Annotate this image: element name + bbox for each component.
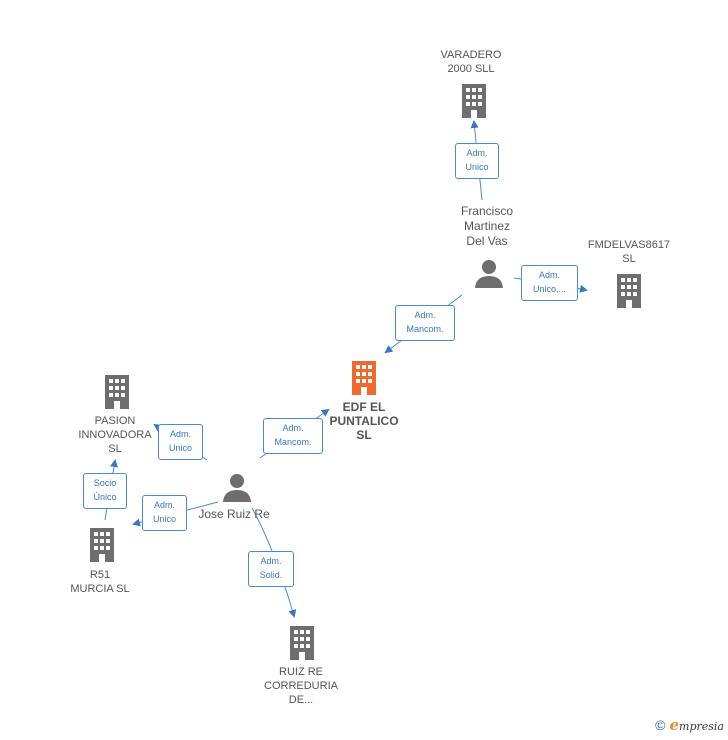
node-label-fmdelvas[interactable]: FMDELVAS8617 SL [587,239,671,265]
building-icon[interactable] [615,274,643,313]
copyright-symbol: © [655,717,666,733]
node-label-jose[interactable]: Jose Ruiz Re [198,507,270,521]
brand-name: mpresia [679,720,724,733]
main-building-icon[interactable] [349,361,379,400]
edge-label-francisco-varadero[interactable]: Adm. Unico [455,143,499,179]
footer-brand[interactable]: © empresia [655,716,724,734]
building-icon[interactable] [288,626,316,665]
edge-label-jose-r51[interactable]: Adm. Unico [142,495,187,531]
building-icon[interactable] [88,528,116,567]
edge-label-jose-pasion[interactable]: Adm. Unico [158,424,203,460]
person-icon[interactable] [474,258,504,293]
node-label-r51[interactable]: R51 MURCIA SL [70,569,130,595]
brand-initial: e [669,716,680,734]
brand-logo: empresia [669,716,724,734]
node-label-edf[interactable]: EDF EL PUNTALICO SL [329,400,399,442]
edge-label-r51-pasion[interactable]: Socio Único [83,473,127,509]
edge-label-francisco-fmdelvas[interactable]: Adm. Unico,... [521,265,578,301]
edge-label-jose-ruiz[interactable]: Adm. Solid. [248,551,294,587]
building-icon[interactable] [103,375,131,414]
node-label-varadero[interactable]: VARADERO 2000 SLL [440,49,502,75]
building-icon[interactable] [460,84,488,123]
node-label-francisco[interactable]: Francisco Martinez Del Vas [460,204,513,248]
node-label-ruiz[interactable]: RUIZ RE CORREDURIA DE... [264,666,338,706]
node-label-pasion[interactable]: PASION INNOVADORA SL [78,415,152,455]
person-icon[interactable] [222,472,252,507]
edge-label-francisco-edf[interactable]: Adm. Mancom. [395,305,455,341]
edge-label-jose-edf[interactable]: Adm. Mancom. [263,418,323,454]
